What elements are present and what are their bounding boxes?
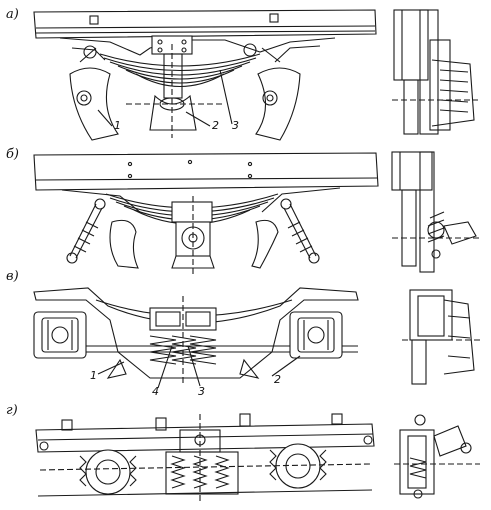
panel-d-front-view	[35, 413, 375, 504]
panel-c-spring-set	[149, 335, 217, 365]
panel-b-front-view	[33, 152, 379, 276]
callout-v-2: 2	[274, 373, 281, 386]
panel-b-shock-right	[280, 198, 320, 264]
panel-label-b: б)	[6, 147, 20, 162]
callout-v-1: 1	[90, 369, 97, 382]
panel-c-axlebox-right	[289, 311, 343, 359]
panel-c-side-view	[402, 289, 480, 385]
panel-a-front-view	[33, 9, 377, 141]
panel-label-a: а)	[6, 7, 19, 22]
callout-a-1: 1	[114, 119, 121, 132]
panel-c-front-view	[33, 287, 359, 389]
panel-label-g: г)	[6, 403, 18, 418]
panel-label-v: в)	[6, 269, 19, 284]
panel-d-axlebox-left	[79, 449, 137, 495]
panel-b-side-view	[391, 151, 482, 273]
panel-b-shock-left	[66, 198, 106, 264]
panel-a-side-view	[392, 9, 478, 135]
panel-d-central-springs	[165, 429, 239, 495]
callout-v-4: 4	[152, 385, 159, 398]
callout-v-3: 3	[198, 385, 205, 398]
callout-a-3: 3	[232, 119, 239, 132]
panel-c-axlebox-left	[33, 311, 87, 359]
panel-d-side-view	[394, 414, 480, 499]
callout-a-2: 2	[212, 119, 219, 132]
